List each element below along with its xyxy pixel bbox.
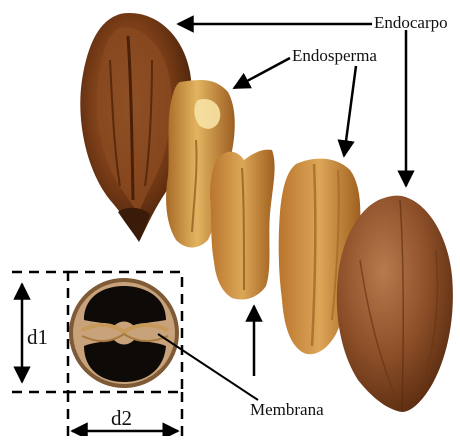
label-d2: d2: [111, 408, 132, 429]
whole-pecan-shell: [337, 196, 453, 412]
pecan-cross-section: [69, 278, 179, 388]
label-endocarpo: Endocarpo: [374, 14, 448, 31]
membrana-leader: [158, 334, 258, 400]
label-membrana: Membrana: [250, 401, 324, 418]
label-d1: d1: [27, 327, 48, 348]
label-endosperma: Endosperma: [292, 47, 377, 64]
kernel-half-middle: [210, 150, 275, 300]
